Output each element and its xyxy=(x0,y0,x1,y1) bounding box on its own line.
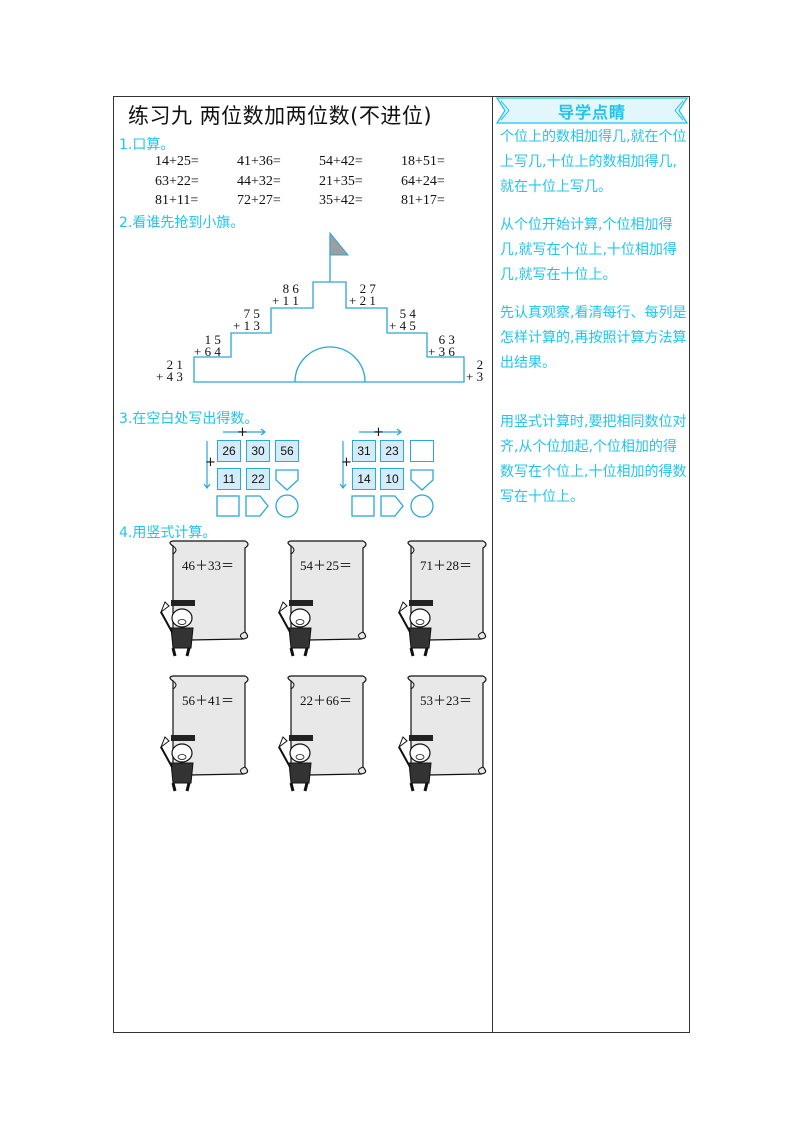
oral-item: 81+17= xyxy=(401,193,445,208)
scroll-expression: 56＋41＝ xyxy=(182,693,235,708)
plus-sign: + xyxy=(237,425,248,440)
oral-item: 41+36= xyxy=(237,154,281,169)
oral-item: 72+27= xyxy=(237,193,281,208)
oral-item: 81+11= xyxy=(155,193,199,208)
scroll-expression: 22＋66＝ xyxy=(300,693,353,708)
scroll-pig-illustration xyxy=(159,675,249,792)
plus-sign: + xyxy=(341,455,352,470)
section-1-heading: 1.口算。 xyxy=(119,137,175,153)
page-title: 练习九 两位数加两位数(不进位) xyxy=(128,104,433,128)
grid-cell-empty xyxy=(410,440,434,462)
scroll-pig-illustration xyxy=(277,675,367,792)
stair-problem: 5 4 + 4 5 xyxy=(389,306,416,333)
worksheet-frame xyxy=(113,96,690,1033)
pig-icon xyxy=(277,735,313,792)
grid-cell: 31 xyxy=(352,440,376,462)
sidebar-tip: 从个位开始计算,个位相加得几,就写在个位上,十位相加得几,就写在十位上。 xyxy=(500,217,677,283)
oral-item: 54+42= xyxy=(319,154,363,169)
scroll-pig-illustration xyxy=(159,540,249,657)
grid-cell: 23 xyxy=(380,440,404,462)
staircase-diagram xyxy=(193,231,465,383)
grid-arrows xyxy=(339,428,402,489)
grid-cell: 14 xyxy=(352,468,376,490)
scroll-expression: 54＋25＝ xyxy=(300,558,353,573)
oral-item: 35+42= xyxy=(319,193,363,208)
staircase-outline xyxy=(193,281,465,383)
oral-item: 18+51= xyxy=(401,154,445,169)
sidebar-tip: 先认真观察,看清每行、每列是怎样计算的,再按照计算方法算出结果。 xyxy=(500,305,687,371)
staircase-arch xyxy=(294,346,366,383)
grid-cell: 26 xyxy=(217,440,241,462)
stair-problem: 6 3 + 3 6 xyxy=(428,332,455,359)
grid-cell: 22 xyxy=(246,468,270,490)
oral-item: 21+35= xyxy=(319,174,363,189)
stair-problem: 2 + 3 xyxy=(466,357,484,384)
flag-icon xyxy=(329,231,350,256)
oral-item: 14+25= xyxy=(155,154,199,169)
pig-icon xyxy=(159,735,195,792)
stair-problem: 2 7 + 2 1 xyxy=(349,281,376,308)
plus-sign: + xyxy=(205,455,216,470)
grid-cell: 11 xyxy=(217,468,241,490)
plus-sign: + xyxy=(373,425,384,440)
scroll-expression: 46＋33＝ xyxy=(182,558,235,573)
scroll-expression: 71＋28＝ xyxy=(420,558,473,573)
scroll-pig-illustration xyxy=(397,675,487,792)
oral-item: 44+32= xyxy=(237,174,281,189)
scroll-expression: 53＋23＝ xyxy=(420,693,473,708)
sidebar-tip: 个位上的数相加得几,就在个位上写几,十位上的数相加得几,就在十位上写几。 xyxy=(500,129,687,195)
oral-item: 64+24= xyxy=(401,174,445,189)
sidebar-banner xyxy=(495,97,689,124)
pig-icon xyxy=(277,600,313,657)
stair-problem: 1 5 + 6 4 xyxy=(194,332,221,359)
answer-shapes xyxy=(216,469,299,518)
pig-icon xyxy=(397,735,433,792)
section-3-heading: 3.在空白处写出得数。 xyxy=(119,411,259,427)
pig-icon xyxy=(397,600,433,657)
stair-problem: 8 6 + 1 1 xyxy=(272,281,299,308)
grid-cell: 10 xyxy=(380,468,404,490)
pig-icon xyxy=(159,600,195,657)
section-4-heading: 4.用竖式计算。 xyxy=(119,525,217,541)
grid-cell: 56 xyxy=(275,440,299,462)
sidebar-banner-title: 导学点睛 xyxy=(557,103,626,122)
stair-problem: 2 1 + 4 3 xyxy=(156,357,183,384)
scroll-pig-illustration xyxy=(277,540,367,657)
sidebar-tip: 用竖式计算时,要把相同数位对齐,从个位加起,个位相加的得数写在个位上,十位相加的… xyxy=(500,414,687,505)
oral-item: 63+22= xyxy=(155,174,199,189)
stair-problem: 7 5 + 1 3 xyxy=(233,306,260,333)
column-divider xyxy=(492,96,493,1033)
answer-shapes xyxy=(351,469,434,518)
scroll-pig-illustration xyxy=(397,540,487,657)
grid-arrows xyxy=(203,428,266,489)
grid-cell: 30 xyxy=(246,440,270,462)
section-2-heading: 2.看谁先抢到小旗。 xyxy=(119,215,245,231)
